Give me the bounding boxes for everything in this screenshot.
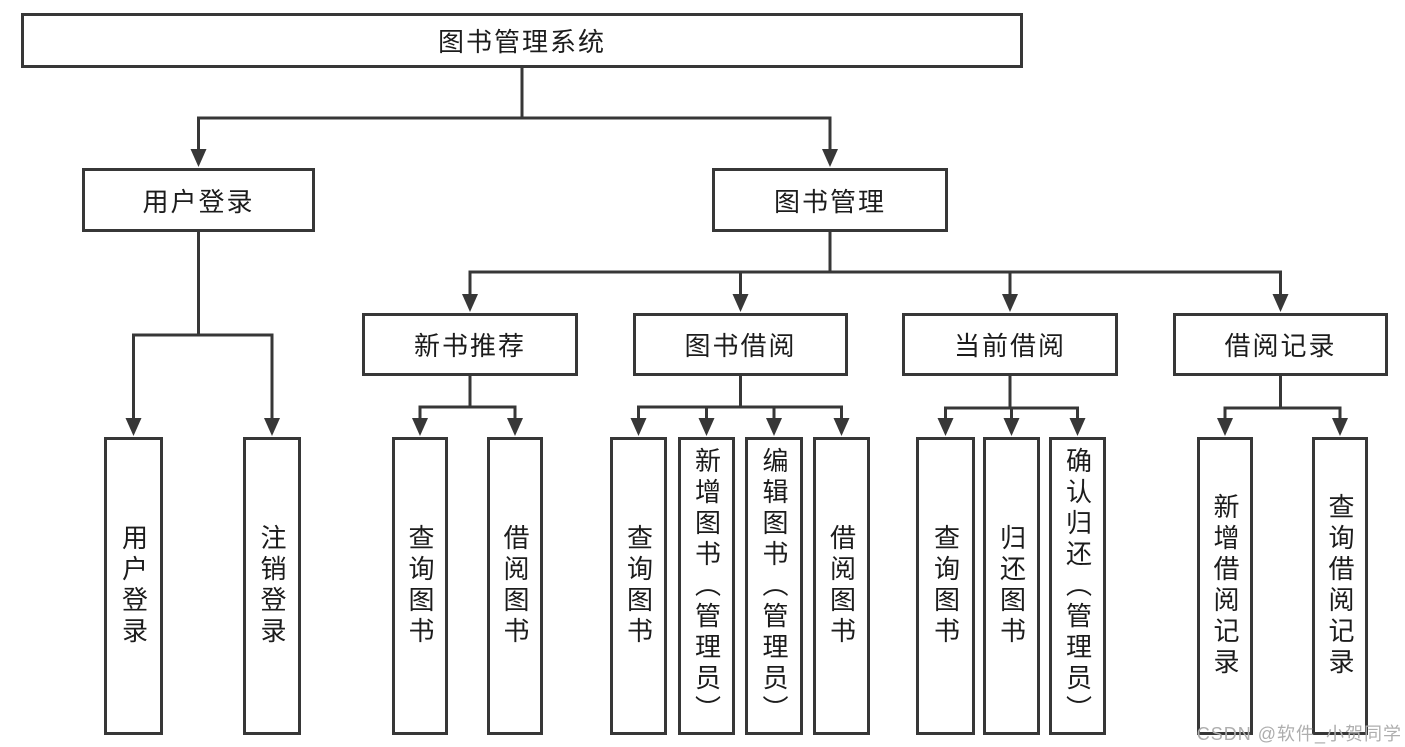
node-label-leaf-add-book: 新增图书（管理员） [691,446,722,726]
node-leaf-user-login: 用户登录 [104,437,163,735]
node-label-book-mgmt: 图书管理 [773,186,886,217]
node-leaf-return-book: 归还图书 [983,437,1040,735]
node-label-leaf-return-book: 归还图书 [996,524,1027,648]
node-label-leaf-confirm-return: 确认归还（管理员） [1062,446,1093,726]
watermark-text: CSDN @软件_小贺同学 [1196,724,1402,744]
arrowhead-icon-book-mgmt [822,149,838,167]
node-leaf-borrow-book-2: 借阅图书 [813,437,870,735]
node-leaf-query-book-2: 查询图书 [610,437,667,735]
node-label-leaf-add-record: 新增借阅记录 [1210,493,1240,679]
arrowhead-icon-book-borrow [732,294,749,312]
arrowhead-icon-current-borrow [1002,294,1018,312]
node-user-login: 用户登录 [82,168,315,232]
node-label-leaf-borrow-book-1: 借阅图书 [500,524,530,648]
arrowhead-icon-leaf-logout [264,418,280,436]
node-leaf-query-book-3: 查询图书 [916,437,975,735]
node-leaf-add-book: 新增图书（管理员） [678,437,735,735]
node-root: 图书管理系统 [21,13,1023,68]
arrowhead-icon-leaf-user-login [125,418,142,436]
arrowhead-icon-leaf-query-book-2 [630,418,647,436]
node-label-leaf-query-book-3: 查询图书 [930,524,961,648]
arrowhead-icon-user-login [190,149,207,167]
arrowhead-icon-leaf-add-book [698,418,715,436]
arrowhead-icon-leaf-edit-book [766,418,782,436]
arrowhead-icon-leaf-borrow-book-2 [833,418,850,436]
node-new-book-rec: 新书推荐 [362,313,578,376]
node-label-leaf-edit-book: 编辑图书（管理员） [759,446,789,726]
node-book-borrow: 图书借阅 [633,313,848,376]
node-label-leaf-query-record: 查询借阅记录 [1325,493,1355,679]
arrowhead-icon-leaf-return-book [1003,418,1020,436]
node-label-new-book-rec: 新书推荐 [413,331,526,361]
node-label-root: 图书管理系统 [437,27,606,57]
node-label-leaf-logout: 注销登录 [257,524,287,648]
node-label-leaf-query-book-2: 查询图书 [623,524,654,648]
node-label-leaf-user-login: 用户登录 [118,524,149,648]
node-label-leaf-borrow-book-2: 借阅图书 [826,524,857,648]
node-current-borrow: 当前借阅 [902,313,1118,376]
arrowhead-icon-new-book-rec [462,294,478,312]
arrowhead-icon-leaf-confirm-return [1069,418,1086,436]
arrowhead-icon-leaf-add-record [1217,418,1233,436]
node-leaf-confirm-return: 确认归还（管理员） [1049,437,1106,735]
node-borrow-records: 借阅记录 [1173,313,1388,376]
arrowhead-icon-borrow-records [1272,294,1289,312]
node-label-book-borrow: 图书借阅 [684,331,797,361]
node-leaf-query-book-1: 查询图书 [392,437,448,735]
arrowhead-icon-leaf-borrow-book-1 [507,418,523,436]
arrowhead-icon-leaf-query-record [1332,418,1348,436]
node-label-leaf-query-book-1: 查询图书 [405,524,435,648]
node-label-borrow-records: 借阅记录 [1224,331,1337,361]
node-label-user-login: 用户登录 [142,186,255,217]
node-leaf-add-record: 新增借阅记录 [1197,437,1253,735]
node-leaf-query-record: 查询借阅记录 [1312,437,1368,735]
arrowhead-icon-leaf-query-book-3 [937,418,954,436]
node-label-current-borrow: 当前借阅 [953,331,1066,361]
node-leaf-logout: 注销登录 [243,437,301,735]
node-book-mgmt: 图书管理 [712,168,948,232]
arrowhead-icon-leaf-query-book-1 [412,418,428,436]
node-leaf-edit-book: 编辑图书（管理员） [745,437,803,735]
node-leaf-borrow-book-1: 借阅图书 [487,437,543,735]
